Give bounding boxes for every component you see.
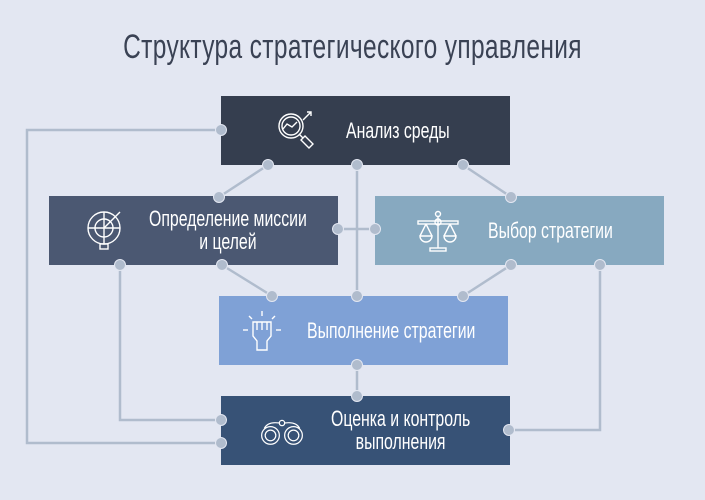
binoculars-icon [261,419,303,445]
dot [457,290,469,302]
dot [351,390,363,402]
dot [505,191,517,203]
dot [351,159,363,171]
node-execution-label: Выполнение стратегии [307,318,476,343]
dot [213,191,225,203]
dot [505,259,517,271]
node-mission: Определение миссии и целей [49,196,338,265]
dot [503,424,515,436]
magnifier-chart-icon [278,111,314,149]
dot [351,359,363,371]
dot [215,124,227,136]
connector-analysis-mission [218,163,269,199]
node-analysis: Анализ среды [221,96,510,165]
scales-icon [417,210,459,252]
dot [216,259,228,271]
target-icon [87,211,121,250]
connector-mission-execution [221,263,273,298]
dot [262,159,274,171]
connector-mission-evaluation [118,265,221,422]
node-choice-label: Выбор стратегии [488,218,613,243]
connector-analysis-choice [462,163,512,199]
dot [332,223,344,235]
dot [266,290,278,302]
node-choice: Выбор стратегии [375,196,664,265]
node-evaluation: Оценка и контроль выполнения [221,396,510,465]
dot [369,223,381,235]
dot [114,259,126,271]
connector-choice-evaluation [509,265,602,432]
node-mission-label: Определение миссии и целей [149,206,307,254]
connector-analysis-evaluation [25,128,221,445]
node-analysis-label: Анализ среды [346,118,450,143]
diagram-title: Структура стратегического управления [123,28,582,66]
dot [215,414,227,426]
connector-choice-execution [462,263,512,298]
node-evaluation-label: Оценка и контроль выполнения [331,406,471,454]
fist-icon [243,311,281,351]
dot [351,290,363,302]
dot [457,159,469,171]
dot [215,437,227,449]
node-execution: Выполнение стратегии [219,296,508,365]
dot [594,259,606,271]
